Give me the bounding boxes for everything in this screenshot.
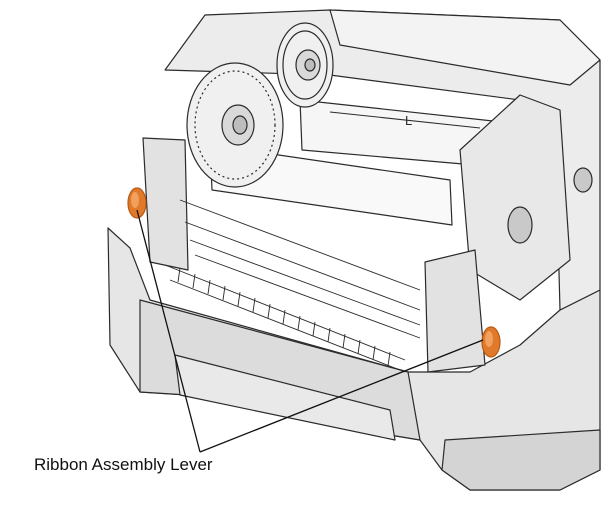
- frame-hole-small: [573, 167, 593, 193]
- callout-label: Ribbon Assembly Lever: [34, 455, 213, 474]
- callout-leader-left: [136, 209, 201, 453]
- rear-housing: [164, 9, 601, 311]
- right-lever-housing: [424, 249, 486, 373]
- ribbon-supply-gear: [186, 62, 284, 188]
- base-lower-panel: [174, 354, 396, 441]
- left-lever-housing: [142, 137, 189, 271]
- ribbon-rewind-spool: [276, 22, 334, 108]
- callout-leader-right: [199, 339, 484, 453]
- media-guides: [179, 199, 421, 339]
- frame-hole: [507, 206, 533, 244]
- tear-bar-teeth: [164, 264, 406, 373]
- rear-top-panel: [329, 9, 601, 86]
- left-ribbon-lever[interactable]: [127, 187, 147, 219]
- right-ribbon-lever[interactable]: [481, 326, 501, 358]
- base-right-foot: [441, 429, 601, 491]
- platen-mark: L: [405, 113, 412, 128]
